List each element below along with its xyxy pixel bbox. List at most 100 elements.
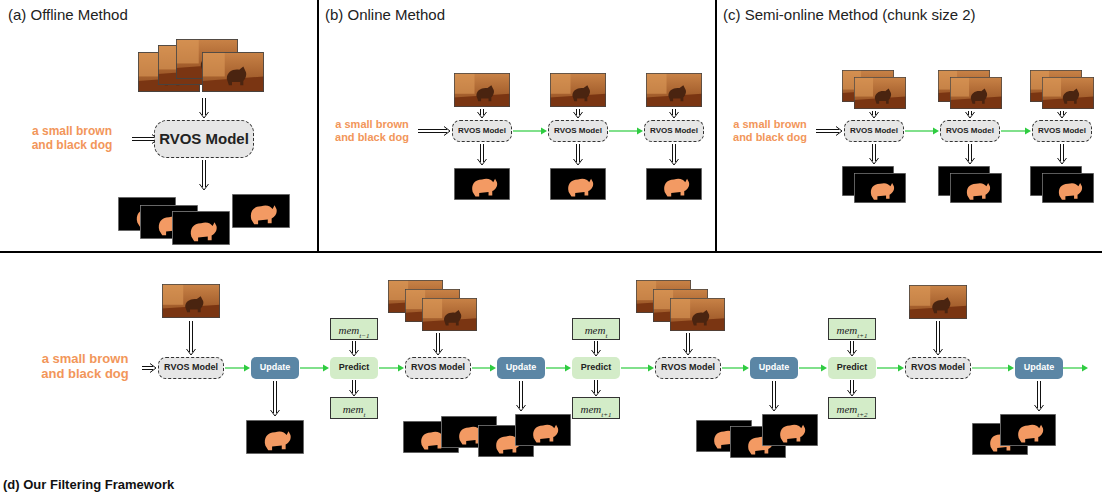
flow-line <box>1001 130 1026 131</box>
double-arrow <box>848 380 857 396</box>
model-box: RVOS Model <box>405 357 471 379</box>
box-text: mem <box>837 324 858 336</box>
double-arrow <box>478 109 487 118</box>
double-arrow <box>870 144 879 164</box>
flow-arrow <box>546 365 571 372</box>
model-box: RVOS Model <box>940 120 1000 142</box>
memory-box: memt−1 <box>330 318 378 340</box>
arrow-head <box>398 365 404 372</box>
text-group: memt <box>343 399 366 417</box>
box-text: RVOS Model <box>159 130 249 147</box>
flow-arrow <box>379 365 404 372</box>
flow-arrow <box>350 341 359 356</box>
model-box: RVOS Model <box>1032 120 1092 142</box>
text-group: memt+1 <box>837 320 868 338</box>
model-box: RVOS Model <box>644 120 704 142</box>
video-frame <box>1042 77 1094 109</box>
flow-line <box>972 367 1009 368</box>
box-text: RVOS Model <box>1038 126 1086 135</box>
predict-box: Predict <box>572 357 620 379</box>
arrow-head <box>490 365 496 372</box>
mask-frame <box>515 414 571 446</box>
double-arrow <box>574 109 583 118</box>
video-frame <box>550 73 606 107</box>
double-arrow <box>816 127 842 136</box>
box-text: RVOS Model <box>554 126 602 135</box>
mask-outputs <box>118 166 1094 458</box>
flow-line <box>379 367 399 368</box>
text-group: RVOS Model <box>554 127 602 136</box>
text-group: RVOS Model <box>946 127 994 136</box>
video-frame <box>202 52 264 92</box>
arrow-head <box>648 365 654 372</box>
model-box: RVOS Model <box>158 357 224 379</box>
mask-frame <box>454 168 510 200</box>
flow-line <box>877 367 899 368</box>
box-text: mem <box>581 403 602 415</box>
box-text: RVOS Model <box>411 362 465 372</box>
flow-line <box>225 367 245 368</box>
double-arrow <box>271 381 280 416</box>
mask-frame <box>762 414 818 446</box>
arrow-head <box>244 365 250 372</box>
flow-line <box>905 130 934 131</box>
double-arrow <box>1058 144 1067 164</box>
model-box: RVOS Model <box>154 120 254 158</box>
subscript-text: t <box>363 411 365 419</box>
query-text: a small brown and black dog <box>327 118 417 143</box>
flow-arrow <box>877 365 904 372</box>
text-group: memt+1 <box>581 399 612 417</box>
query-text: a small brown and black dog <box>30 352 140 382</box>
mask-frame <box>950 173 1002 203</box>
box-text: RVOS Model <box>946 126 994 135</box>
double-arrow <box>592 380 601 396</box>
box-text: RVOS Model <box>911 362 965 372</box>
double-arrow <box>870 111 879 118</box>
video-frame <box>646 73 702 107</box>
text-group: RVOS Model <box>850 127 898 136</box>
video-frame <box>670 298 725 331</box>
double-arrow <box>1058 111 1067 118</box>
double-arrow <box>418 127 450 136</box>
box-text: RVOS Model <box>850 126 898 135</box>
double-arrow <box>517 381 526 411</box>
subscript-text: t−1 <box>359 332 369 340</box>
double-arrow <box>848 341 857 356</box>
update-box: Update <box>497 357 545 379</box>
double-arrow <box>770 381 779 411</box>
box-text: mem <box>837 403 858 415</box>
double-arrow <box>434 333 443 355</box>
text-group: Update <box>759 363 790 373</box>
text-group: Predict <box>837 363 868 373</box>
flow-arrow <box>1001 128 1031 135</box>
box-text: mem <box>585 324 606 336</box>
arrow-head <box>1082 365 1088 372</box>
double-arrow <box>966 144 975 164</box>
flow-arrow <box>621 365 654 372</box>
panel-title: (b) Online Method <box>325 6 625 23</box>
flow-arrow <box>799 365 827 372</box>
flow-arrow <box>300 365 329 372</box>
box-text: RVOS Model <box>661 362 715 372</box>
text-group: memt+2 <box>837 399 868 417</box>
memory-box: memt <box>572 318 620 340</box>
subscript-text: t+2 <box>857 411 867 419</box>
box-text: Predict <box>339 362 370 372</box>
memory-box: memt+1 <box>828 318 876 340</box>
text-group: RVOS Model <box>159 131 249 148</box>
double-arrow <box>1035 381 1044 411</box>
mask-frame <box>854 173 906 203</box>
panel-title: (d) Our Filtering Framework <box>3 477 403 492</box>
panel-title: (a) Offline Method <box>8 6 308 23</box>
video-frame <box>422 298 477 331</box>
model-box: RVOS Model <box>452 120 512 142</box>
flow-line <box>722 367 744 368</box>
subscript-text: t+1 <box>601 411 611 419</box>
arrow-head <box>565 365 571 372</box>
text-group: RVOS Model <box>661 363 715 373</box>
text-group: RVOS Model <box>458 127 506 136</box>
memory-box: memt+1 <box>572 397 620 419</box>
box-text: Predict <box>581 362 612 372</box>
video-frames <box>138 39 1094 331</box>
